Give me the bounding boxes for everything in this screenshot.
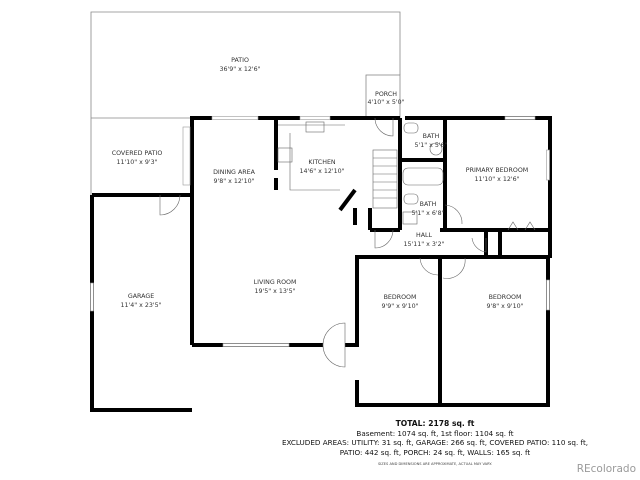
svg-text:COVERED PATIO: COVERED PATIO	[112, 150, 163, 157]
stove	[277, 147, 293, 163]
sink	[429, 142, 443, 156]
svg-text:PATIO: PATIO	[231, 57, 249, 64]
room-label-dining-area: DINING AREA 9'8" x 12'10"	[213, 169, 256, 185]
svg-text:5'1" x 6'8": 5'1" x 6'8"	[411, 210, 444, 217]
room-label-covered-patio: COVERED PATIO 11'10" x 9'3"	[112, 150, 163, 166]
svg-text:GARAGE: GARAGE	[128, 293, 154, 300]
bathtub	[402, 167, 444, 186]
svg-text:KITCHEN: KITCHEN	[308, 159, 336, 166]
toilet	[403, 193, 419, 205]
svg-text:PRIMARY BEDROOM: PRIMARY BEDROOM	[466, 167, 528, 174]
svg-text:DINING AREA: DINING AREA	[213, 169, 256, 176]
svg-text:11'10" x 9'3": 11'10" x 9'3"	[116, 159, 157, 166]
room-label-bedroom: BEDROOM 9'9" x 9'10"	[381, 294, 418, 310]
svg-text:11'4" x 23'5": 11'4" x 23'5"	[120, 302, 161, 309]
windows	[90, 116, 550, 347]
room-label-bath: BATH 5'1" x 6'8"	[411, 201, 444, 217]
svg-text:5'1" x 5'6": 5'1" x 5'6"	[414, 142, 447, 149]
svg-text:BEDROOM: BEDROOM	[489, 294, 522, 301]
room-label-porch: PORCH 4'10" x 5'0"	[367, 91, 404, 106]
toilet	[403, 122, 419, 134]
svg-text:19'5" x 13'5": 19'5" x 13'5"	[254, 288, 295, 295]
svg-text:15'11" x 3'2": 15'11" x 3'2"	[403, 241, 444, 248]
disclaimer: SIZES AND DIMENSIONS ARE APPROXIMATE, AC…	[377, 462, 493, 466]
room-label-garage: GARAGE 11'4" x 23'5"	[120, 293, 161, 309]
excluded-areas-continued: PATIO: 442 sq. ft, PORCH: 24 sq. ft, WAL…	[339, 447, 531, 457]
doors	[159, 117, 536, 368]
stairs	[372, 149, 398, 209]
room-label-kitchen: KITCHEN 14'6" x 12'10"	[299, 159, 344, 175]
area-summary: TOTAL: 2178 sq. ft Basement: 1074 sq. ft…	[230, 419, 640, 457]
svg-text:36'9" x 12'6": 36'9" x 12'6"	[219, 66, 260, 73]
total-area: TOTAL: 2178 sq. ft	[395, 419, 475, 428]
svg-text:9'8" x 9'10": 9'8" x 9'10"	[486, 303, 523, 310]
svg-text:9'9" x 9'10": 9'9" x 9'10"	[381, 303, 418, 310]
room-label-hall: HALL 15'11" x 3'2"	[403, 232, 444, 248]
svg-text:11'10" x 12'6": 11'10" x 12'6"	[474, 176, 519, 183]
room-label-primary-bedroom: PRIMARY BEDROOM 11'10" x 12'6"	[466, 167, 528, 183]
sink	[402, 211, 418, 225]
walls	[90, 116, 552, 412]
room-label-bedroom: BEDROOM 9'8" x 9'10"	[486, 294, 523, 310]
svg-text:LIVING ROOM: LIVING ROOM	[254, 279, 297, 286]
room-label-bath: BATH 5'1" x 5'6"	[414, 133, 447, 149]
brand-watermark: REcolorado	[576, 463, 636, 475]
svg-text:PORCH: PORCH	[375, 91, 397, 98]
svg-text:4'10" x 5'0": 4'10" x 5'0"	[367, 99, 404, 106]
room-label-patio: PATIO 36'9" x 12'6"	[219, 57, 260, 73]
fixtures	[277, 121, 444, 225]
svg-text:9'8" x 12'10": 9'8" x 12'10"	[213, 178, 254, 185]
room-label-living-room: LIVING ROOM 19'5" x 13'5"	[254, 279, 297, 295]
svg-text:BATH: BATH	[423, 133, 440, 140]
kitchen-sink	[305, 121, 325, 133]
svg-text:BEDROOM: BEDROOM	[384, 294, 417, 301]
floor-areas: Basement: 1074 sq. ft, 1st floor: 1104 s…	[356, 428, 514, 438]
excluded-areas: EXCLUDED AREAS: UTILITY: 31 sq. ft, GARA…	[281, 438, 589, 448]
svg-text:14'6" x 12'10": 14'6" x 12'10"	[299, 168, 344, 175]
exterior-outlines	[90, 11, 401, 195]
svg-text:HALL: HALL	[416, 232, 433, 239]
svg-text:BATH: BATH	[420, 201, 437, 208]
